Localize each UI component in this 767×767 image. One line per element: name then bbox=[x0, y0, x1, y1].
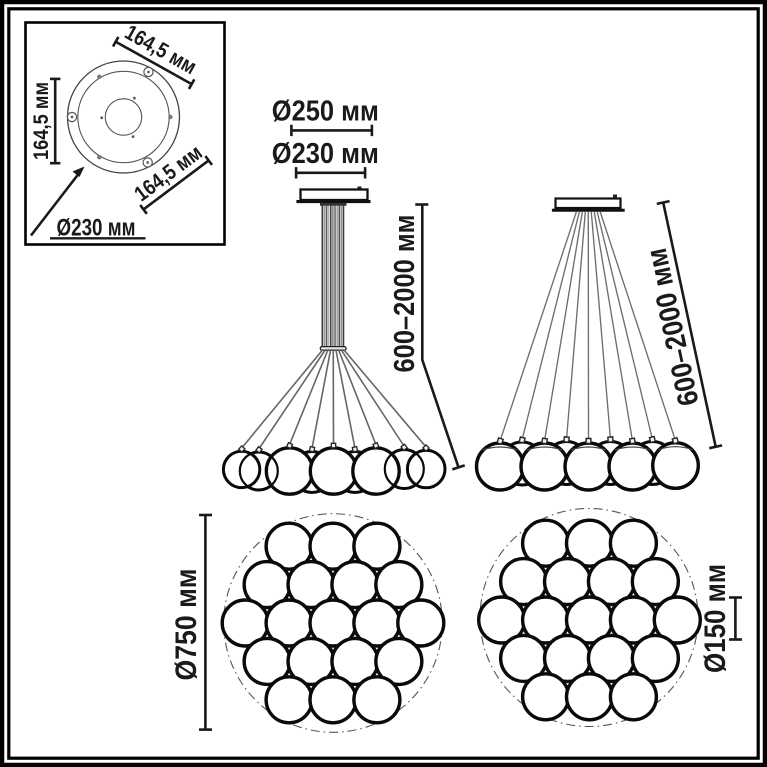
svg-text:Ø750 мм: Ø750 мм bbox=[170, 569, 203, 681]
svg-text:Ø150 мм: Ø150 мм bbox=[699, 564, 732, 673]
svg-text:600–2000 мм: 600–2000 мм bbox=[389, 215, 421, 373]
svg-text:Ø250 мм: Ø250 мм bbox=[272, 96, 379, 128]
svg-text:164,5 мм: 164,5 мм bbox=[29, 82, 53, 160]
svg-text:Ø230 мм: Ø230 мм bbox=[272, 138, 379, 170]
svg-text:Ø230 мм: Ø230 мм bbox=[57, 215, 136, 242]
